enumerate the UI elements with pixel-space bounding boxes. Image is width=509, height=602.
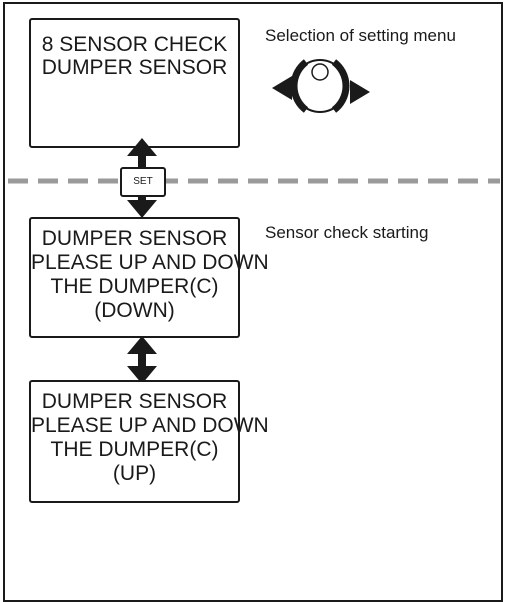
double-arrow-icon	[127, 336, 157, 384]
rotary-dial-icon	[272, 59, 370, 113]
screen-line: (DOWN)	[94, 299, 175, 322]
lcd-screen-down: DUMPER SENSOR PLEASE UP AND DOWN THE DUM…	[29, 217, 269, 338]
screen-line: THE DUMPER(C)	[50, 275, 219, 298]
screen-line: THE DUMPER(C)	[50, 438, 219, 461]
set-button[interactable]: SET	[120, 167, 166, 197]
note-check-start: Sensor check starting	[265, 223, 429, 242]
screen-line: DUMPER SENSOR	[41, 56, 228, 79]
screen-line: DUMPER SENSOR	[41, 227, 228, 250]
note-menu-selection: Selection of setting menu	[265, 26, 456, 45]
screen-line: DUMPER SENSOR	[41, 390, 228, 413]
screen-line: PLEASE UP AND DOWN	[31, 414, 269, 437]
screen-line: 8 SENSOR CHECK	[41, 33, 228, 56]
screen-line: (UP)	[112, 462, 157, 485]
lcd-screen-up: DUMPER SENSOR PLEASE UP AND DOWN THE DUM…	[29, 380, 269, 503]
screen-line: PLEASE UP AND DOWN	[31, 251, 269, 274]
dashed-divider	[8, 178, 500, 184]
